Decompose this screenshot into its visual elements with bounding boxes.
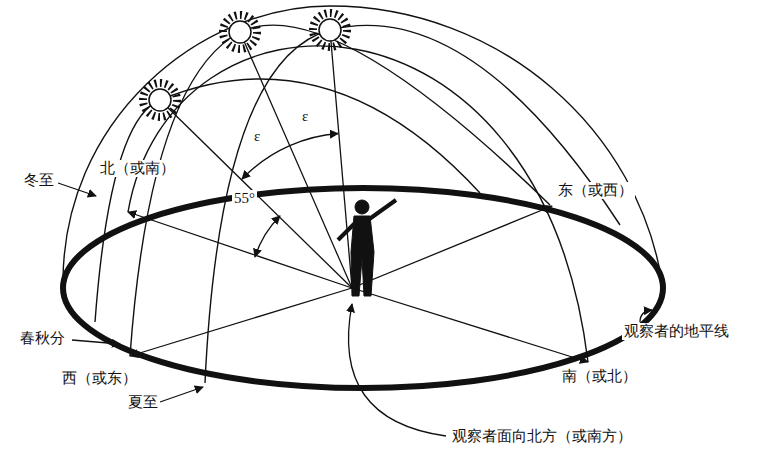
leader-line — [160, 387, 203, 402]
horizon-label: 观察者的地平线 — [622, 323, 731, 340]
angle-label: ε — [300, 108, 310, 125]
west-arrow — [130, 288, 352, 356]
sun-ray-line — [330, 30, 352, 288]
direction-label: 东（或西） — [556, 182, 635, 199]
sun-symbol — [313, 13, 347, 47]
north-arrow — [128, 212, 352, 288]
observer-note: 观察者面向北方（或南方） — [450, 428, 634, 445]
sun-ray-line — [160, 100, 352, 288]
season-label: 春秋分 — [18, 330, 67, 347]
direction-label: 西（或东） — [60, 370, 139, 387]
leader-line — [72, 340, 120, 344]
winter-path — [95, 79, 480, 322]
horizon-ellipse — [63, 188, 663, 388]
direction-label: 南（或北） — [560, 368, 639, 385]
season-label: 冬至 — [22, 172, 56, 189]
leader-line — [58, 183, 96, 196]
direction-label: 北（或南） — [98, 160, 177, 177]
leader-line — [348, 304, 446, 436]
season-label: 夏至 — [126, 394, 160, 411]
angle-label: 55° — [232, 190, 257, 207]
angle-label: ε — [252, 128, 262, 145]
sun-symbol — [223, 15, 257, 49]
sun-ray-line — [240, 32, 352, 288]
south-arrow — [352, 288, 588, 362]
observer-figure — [338, 200, 396, 296]
leader-line — [640, 310, 652, 322]
east-arrow — [352, 206, 552, 288]
sun-symbol — [143, 83, 177, 117]
angle-arc — [255, 216, 280, 257]
